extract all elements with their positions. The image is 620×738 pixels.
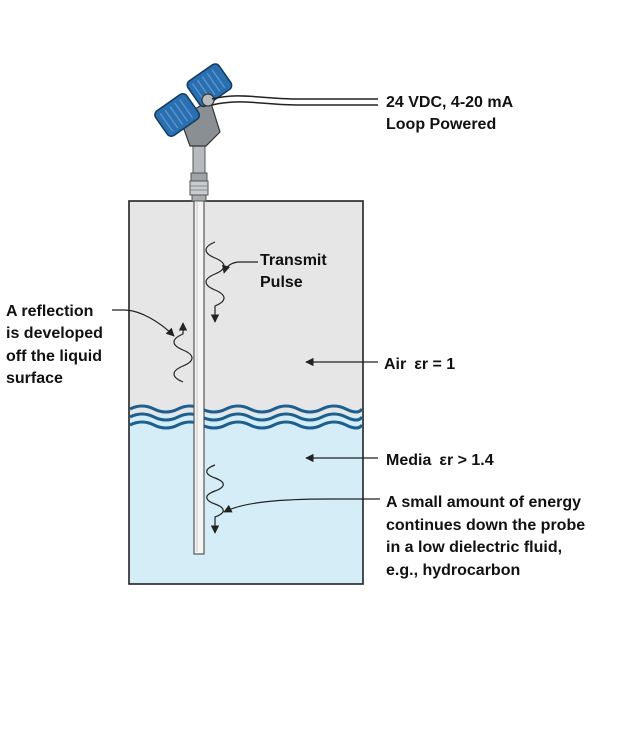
tank-outline: [128, 200, 364, 585]
energy-label-line3: in a low dielectric fluid,: [386, 539, 562, 556]
air-permittivity: εr = 1: [414, 356, 455, 373]
power-cable: [211, 95, 378, 106]
transmit-label-line2: Pulse: [260, 274, 303, 291]
energy-label-line2: continues down the probe: [386, 517, 585, 534]
media-label: Media εr > 1.4: [386, 452, 494, 469]
reflection-label-line1: A reflection: [6, 303, 93, 320]
transmitter-housing: [154, 63, 233, 147]
energy-label-line4: e.g., hydrocarbon: [386, 562, 520, 579]
power-label-line1: 24 VDC, 4-20 mA: [386, 94, 514, 111]
air-label: Air εr = 1: [384, 356, 455, 373]
media-permittivity: εr > 1.4: [439, 452, 493, 469]
reflection-label-line2: is developed: [6, 325, 103, 342]
tank: [128, 200, 364, 585]
power-label-line2: Loop Powered: [386, 116, 496, 133]
liquid-surface-waves: [129, 404, 364, 430]
probe-rod: [193, 199, 205, 555]
reflection-label-line4: surface: [6, 370, 63, 387]
air-region: [129, 201, 363, 415]
reflection-wave: [112, 309, 193, 383]
residual-energy-wave: [206, 464, 380, 534]
energy-label-line1: A small amount of energy: [386, 494, 581, 511]
air-label-prefix: Air: [384, 356, 406, 373]
transmit-label-line1: Transmit: [260, 252, 327, 269]
transmit-pulse-wave: [205, 241, 258, 323]
probe-fitting: [189, 142, 209, 202]
reflection-label-line3: off the liquid: [6, 348, 102, 365]
media-label-prefix: Media: [386, 452, 431, 469]
